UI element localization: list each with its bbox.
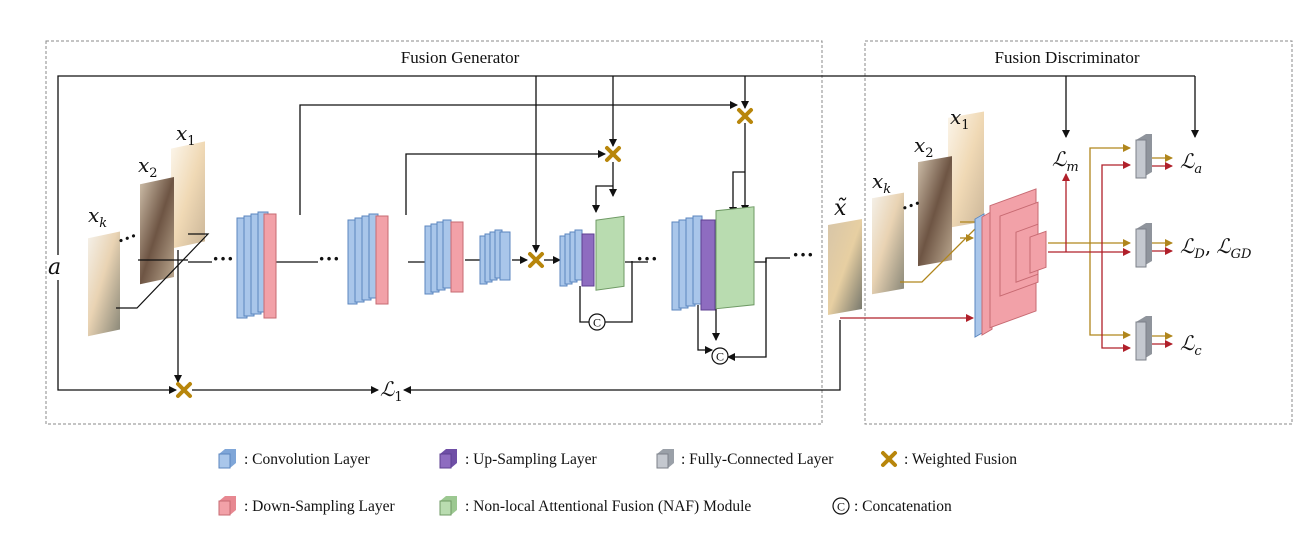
encoder-block-3 <box>424 219 464 295</box>
encoder-block-1 <box>236 211 277 319</box>
decoder-block-1 <box>559 215 625 291</box>
weighted-fusion-icon <box>737 108 753 124</box>
disc-image-x2 <box>918 156 952 267</box>
legend-conv-icon <box>218 449 236 469</box>
generator-title: Fusion Generator <box>401 48 520 67</box>
generator-panel <box>45 40 823 425</box>
encoder-block-2 <box>347 213 389 305</box>
symbol-x-tilde: x̃ <box>834 196 847 221</box>
bottleneck-block <box>479 229 511 285</box>
alpha-routing-lines <box>57 75 1199 394</box>
disc-image-xk <box>872 192 904 295</box>
ellipsis-4: ··· <box>792 242 814 267</box>
input-image-xk <box>88 231 120 337</box>
decoder-block-2 <box>671 206 755 311</box>
weighted-fusion-icon <box>528 252 544 268</box>
fc-layer-d <box>1135 223 1152 268</box>
symbol-x2: x2 <box>138 153 158 181</box>
legend-concat-icon: C <box>832 497 850 515</box>
fused-output-image <box>828 219 862 316</box>
svg-text:C: C <box>837 500 845 514</box>
loss-l1: ℒ1 <box>380 377 403 405</box>
svg-text:C: C <box>593 316 601 330</box>
symbol-x1-disc: x1 <box>950 105 970 133</box>
svg-text:C: C <box>716 350 724 364</box>
concat-node-2: C <box>711 347 729 365</box>
disc-input-lines <box>840 221 984 322</box>
legend-upsample-icon <box>439 449 457 469</box>
legend-downsample-icon <box>218 496 236 516</box>
symbol-xk: xk <box>88 203 107 231</box>
loss-a: ℒa <box>1180 149 1202 177</box>
symbol-x1: x1 <box>176 121 196 149</box>
legend-weighted-icon <box>881 451 897 467</box>
symbol-x2-disc: x2 <box>914 133 934 161</box>
symbol-xk-disc: xk <box>872 169 891 197</box>
input-image-x1 <box>171 141 205 249</box>
disc-conv-block <box>974 188 1047 338</box>
legend-naf-icon <box>439 496 457 516</box>
loss-c: ℒc <box>1180 331 1202 359</box>
weighted-fusion-icon <box>605 146 621 162</box>
loss-m: ℒm <box>1052 147 1079 175</box>
concat-node-1: C <box>588 313 606 331</box>
disc-input-stack: ··· <box>872 111 984 295</box>
main-flow-connectors <box>188 171 790 361</box>
disc-head-lines <box>1048 144 1173 352</box>
fc-layer-c <box>1135 316 1152 361</box>
disc-image-x1 <box>948 111 984 228</box>
loss-d-gd: ℒD,ℒGD <box>1180 234 1252 262</box>
legend-fc-icon <box>656 449 674 469</box>
input-image-x2 <box>140 177 174 285</box>
symbol-a: a <box>48 255 61 280</box>
weighted-fusion-icon <box>176 382 192 398</box>
discriminator-title: Fusion Discriminator <box>995 48 1140 67</box>
ellipsis-1: ··· <box>212 246 234 271</box>
ellipsis-2: ··· <box>318 246 340 271</box>
ellipsis-3: ··· <box>636 246 658 271</box>
fc-layer-a <box>1135 134 1152 179</box>
